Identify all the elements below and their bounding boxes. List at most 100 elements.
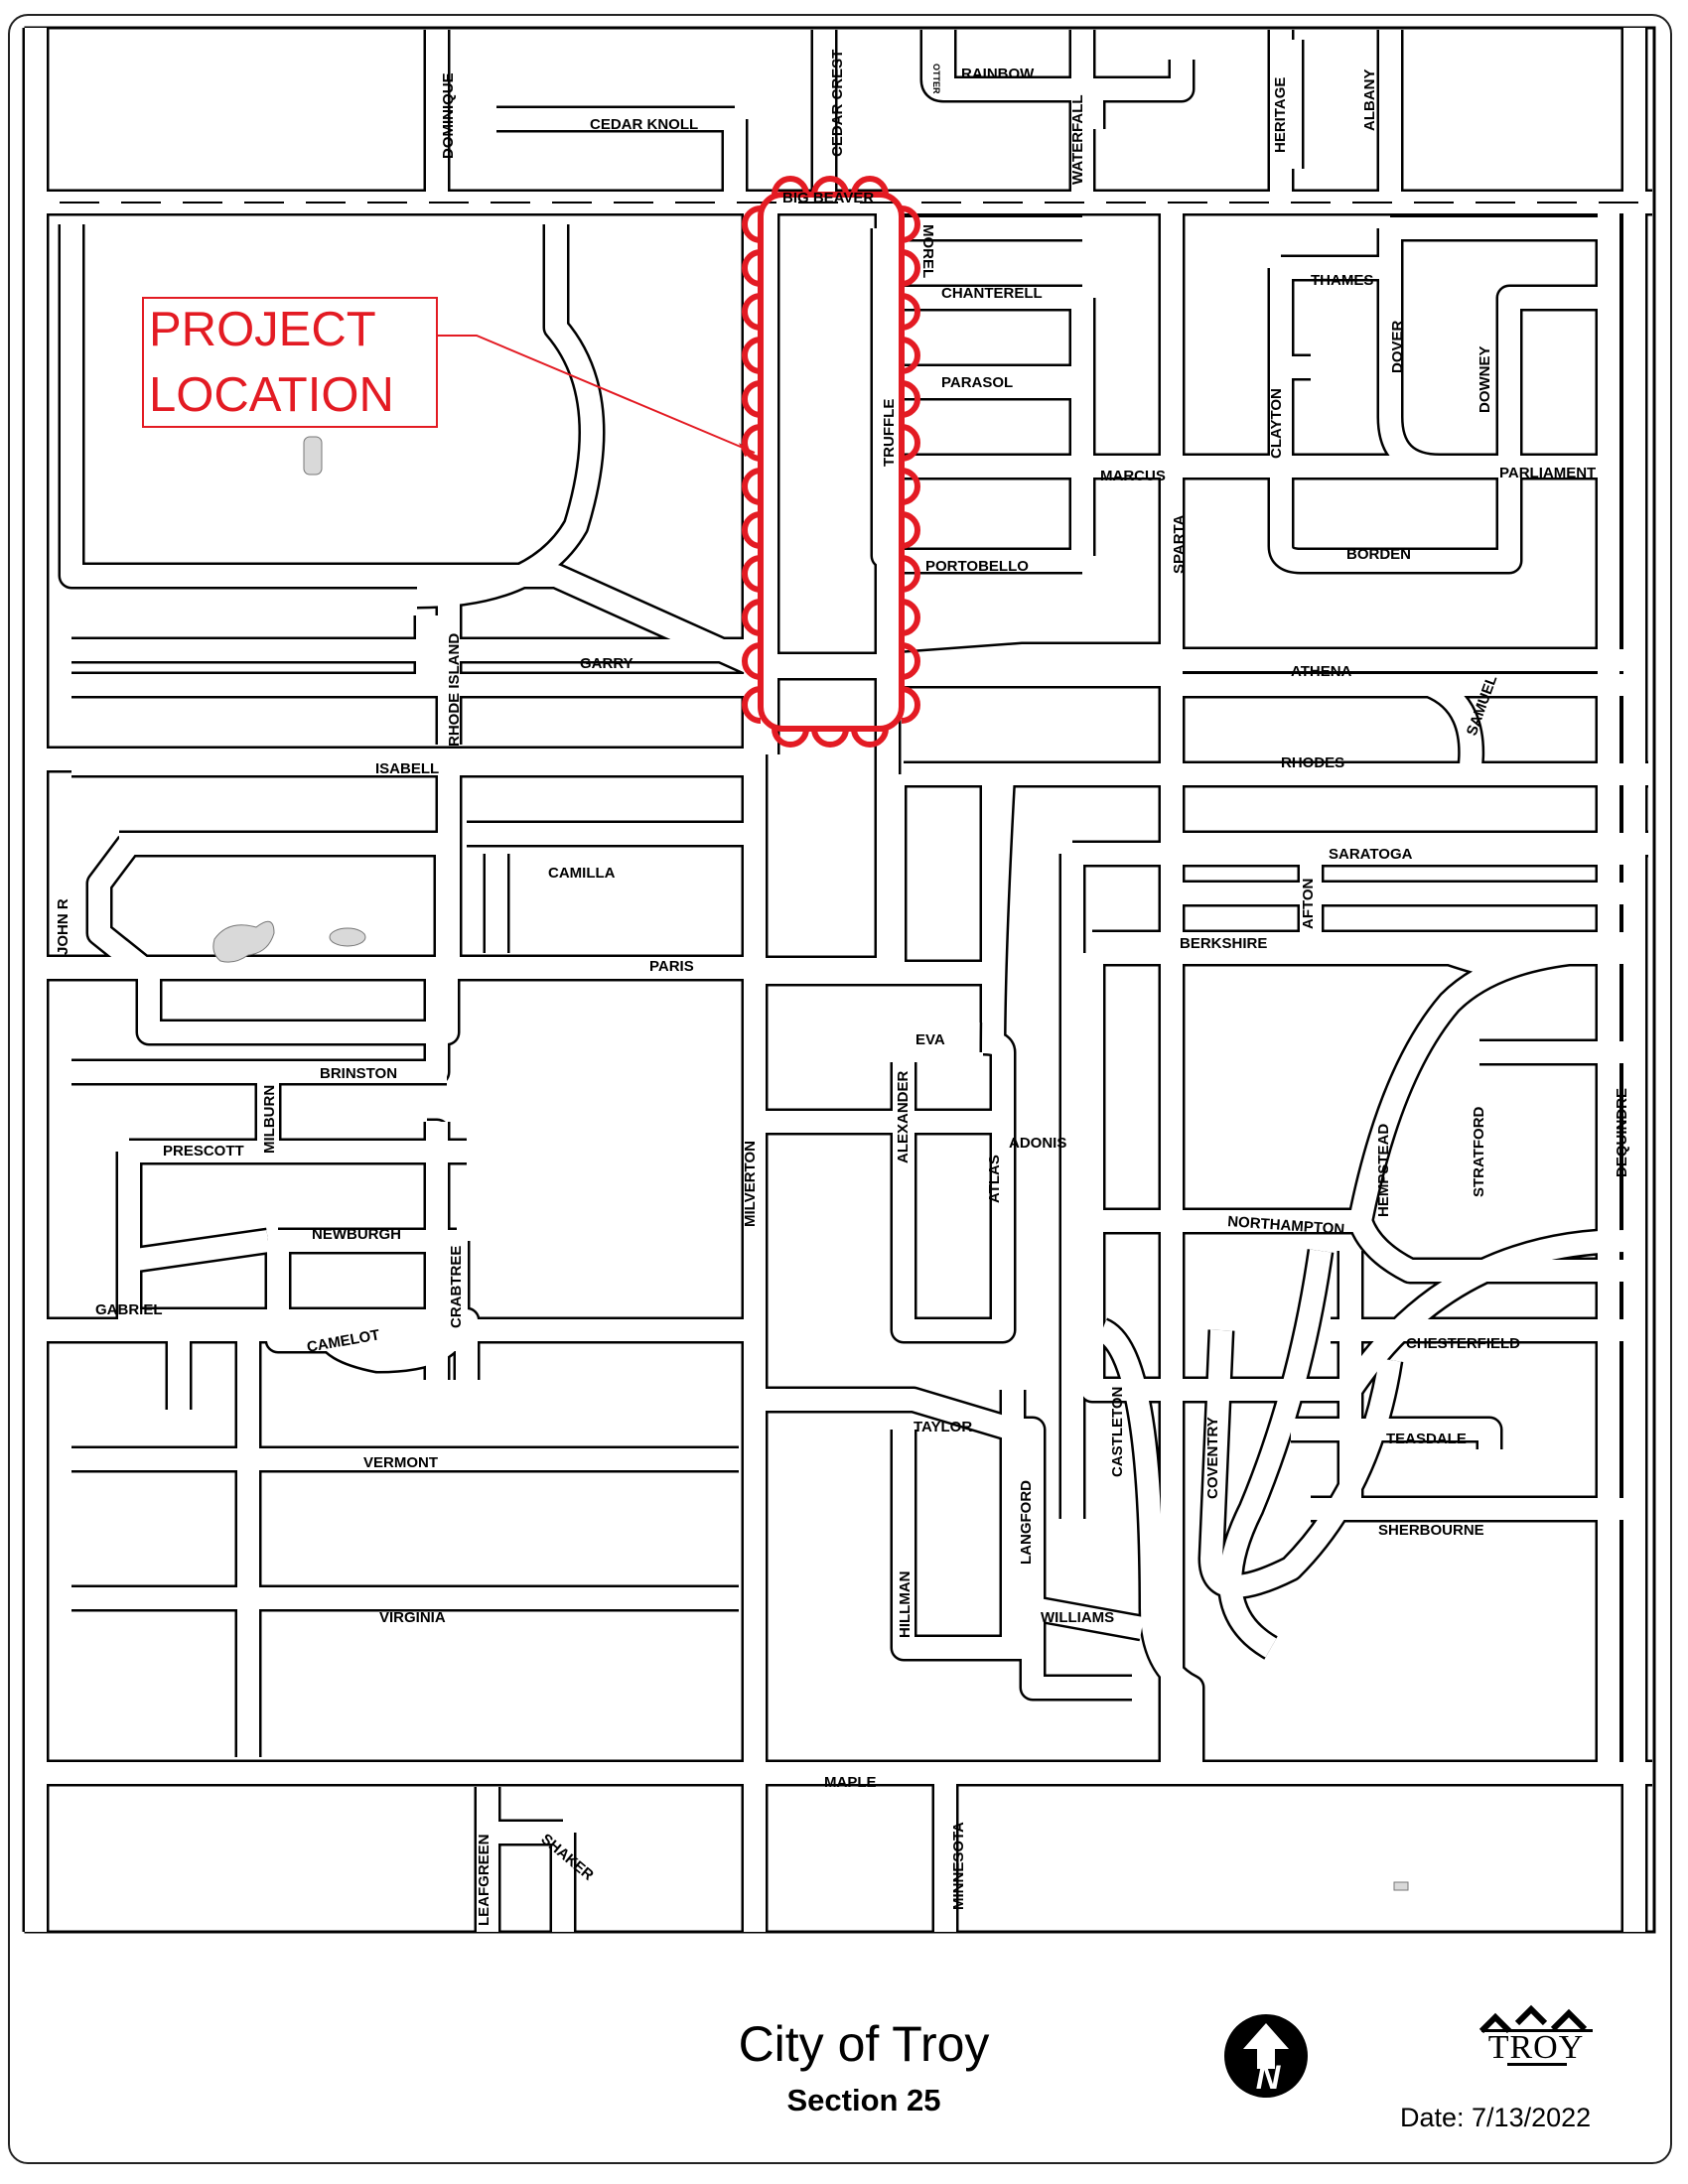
street-map: PROJECT LOCATION BIG BEAVER RAINBOW OTTE… (22, 26, 1656, 1934)
street-label-milburn: MILBURN (261, 1085, 278, 1154)
street-label-thames: THAMES (1311, 272, 1373, 289)
street-label-williams: WILLIAMS (1041, 1609, 1114, 1626)
street-label-alexander: ALEXANDER (895, 1070, 912, 1163)
project-scallop (901, 337, 920, 374)
street-label-stratford: STRATFORD (1471, 1106, 1487, 1197)
street-label-albany: ALBANY (1361, 69, 1378, 132)
project-label-line2: LOCATION (149, 368, 394, 422)
project-scallop (901, 468, 920, 505)
project-area-scallops (742, 176, 920, 748)
project-scallop (742, 293, 762, 331)
street-label-crabtree: CRABTREE (448, 1246, 465, 1328)
street-label-vermont: VERMONT (363, 1454, 438, 1471)
street-label-rhodes: RHODES (1281, 754, 1344, 771)
street-label-portobello: PORTOBELLO (925, 558, 1029, 575)
street-label-teasdale: TEASDALE (1386, 1431, 1467, 1447)
project-scallop (901, 205, 920, 243)
project-scallop (901, 249, 920, 287)
street-label-rainbow: RAINBOW (961, 66, 1035, 82)
street-label-garry: GARRY (580, 655, 633, 672)
project-scallop (772, 176, 809, 196)
project-scallop (742, 555, 762, 593)
street-label-afton: AFTON (1300, 879, 1317, 929)
water-features (212, 436, 1409, 1891)
project-label-box: PROJECT LOCATION (142, 297, 756, 457)
street-label-waterfall: WATERFALL (1069, 94, 1086, 185)
street-label-taylor: TAYLOR (914, 1419, 972, 1435)
project-leader-arrowhead (739, 443, 755, 457)
street-label-chesterfield: CHESTERFIELD (1406, 1335, 1520, 1352)
troy-logo-text: TROY (1487, 2029, 1585, 2066)
project-scallop (851, 728, 889, 748)
street-label-cedar-crest: CEDAR CREST (829, 50, 846, 157)
street-label-athena: ATHENA (1291, 663, 1352, 680)
street-label-isabell: ISABELL (375, 760, 439, 777)
street-label-coventry: COVENTRY (1204, 1417, 1221, 1499)
project-scallop (742, 337, 762, 374)
project-scallop (742, 686, 762, 724)
street-label-newburgh: NEWBURGH (312, 1226, 401, 1243)
project-scallop (901, 555, 920, 593)
project-scallop (901, 642, 920, 680)
project-scallop (742, 380, 762, 418)
street-label-castleton: CASTLETON (1109, 1387, 1126, 1477)
street-label-john-r: JOHN R (55, 898, 71, 955)
street-label-berkshire: BERKSHIRE (1180, 935, 1267, 952)
street-label-atlas: ATLAS (986, 1155, 1003, 1203)
street-label-virginia: VIRGINIA (379, 1609, 446, 1626)
street-label-clayton: CLAYTON (1268, 388, 1285, 459)
street-label-parliament: PARLIAMENT (1499, 465, 1596, 481)
street-label-marcus: MARCUS (1100, 468, 1166, 484)
street-label-dominique: DOMINIQUE (440, 72, 457, 159)
map-date: Date: 7/13/2022 (1400, 2103, 1592, 2132)
north-arrow-icon: N (1224, 2014, 1308, 2098)
project-leader-line (437, 335, 756, 454)
street-label-rhode-island: RHODE ISLAND (446, 633, 463, 747)
street-label-big-beaver: BIG BEAVER (782, 190, 874, 206)
project-boundary (742, 176, 920, 748)
street-label-maple: MAPLE (824, 1774, 877, 1791)
street-label-saratoga: SARATOGA (1329, 846, 1413, 863)
project-scallop (742, 424, 762, 462)
street-label-parasol: PARASOL (941, 374, 1013, 391)
project-scallop (851, 176, 889, 196)
street-label-chanterell: CHANTERELL (941, 285, 1043, 302)
street-label-truffle: TRUFFLE (881, 399, 898, 467)
project-scallop (742, 599, 762, 636)
street-label-hempstead: HEMPSTEAD (1375, 1124, 1392, 1217)
map-title: City of Troy (738, 2016, 990, 2072)
street-label-cedar-knoll: CEDAR KNOLL (590, 116, 698, 133)
project-scallop (901, 424, 920, 462)
street-label-heritage: HERITAGE (1272, 77, 1289, 153)
svg-text:N: N (1256, 2059, 1282, 2097)
project-scallop (811, 728, 849, 748)
map-section: Section 25 (786, 2083, 941, 2117)
street-label-leafgreen: LEAFGREEN (476, 1834, 492, 1926)
street-label-sparta: SPARTA (1171, 514, 1188, 574)
pond (303, 436, 323, 476)
street-labels: BIG BEAVER RAINBOW OTTER CEDAR KNOLL DOM… (55, 50, 1630, 1926)
pond (212, 920, 275, 963)
street-label-dover: DOVER (1389, 320, 1406, 373)
street-label-gabriel: GABRIEL (95, 1301, 163, 1318)
street-label-brinston: BRINSTON (320, 1065, 397, 1082)
street-label-milverton: MILVERTON (742, 1141, 759, 1227)
project-scallop (811, 176, 849, 196)
street-label-sherbourne: SHERBOURNE (1378, 1522, 1484, 1539)
project-scallop (742, 468, 762, 505)
project-label-line1: PROJECT (149, 303, 376, 356)
street-label-prescott: PRESCOTT (163, 1143, 244, 1160)
project-scallop (772, 728, 809, 748)
map-frame (8, 14, 1672, 2164)
project-scallop (742, 511, 762, 549)
street-label-langford: LANGFORD (1018, 1480, 1035, 1565)
street-label-eva: EVA (915, 1031, 945, 1048)
street-label-dequindre: DEQUINDRE (1614, 1088, 1630, 1177)
pond (329, 927, 366, 947)
street-label-paris: PARIS (649, 958, 694, 975)
street-label-morel: MOREL (919, 224, 936, 278)
street-label-downey: DOWNEY (1477, 346, 1493, 414)
troy-logo-icon (1478, 2004, 1593, 2066)
project-scallop (901, 686, 920, 724)
pond (1393, 1881, 1409, 1891)
